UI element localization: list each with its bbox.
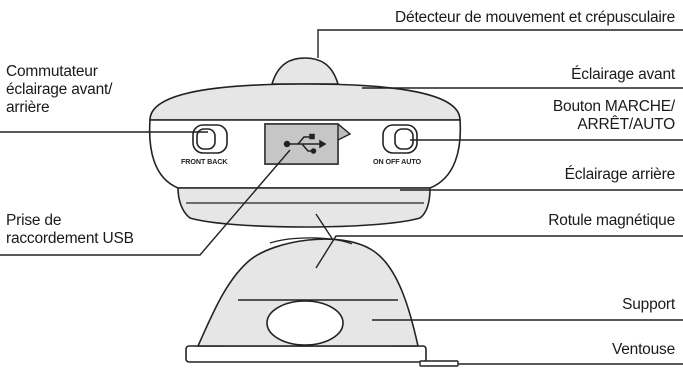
label-suction-cup: Ventouse — [611, 341, 675, 358]
label-power-button: Bouton MARCHE/ ARRÊT/AUTO — [552, 98, 675, 133]
usb-icon — [283, 133, 327, 154]
suction-cup — [185, 345, 459, 367]
label-rear-light: Éclairage arrière — [564, 166, 676, 183]
switch-left-label: FRONT BACK — [181, 157, 228, 166]
label-front-light: Éclairage avant — [571, 66, 675, 83]
label-magnetic-joint: Rotule magnétique — [548, 212, 675, 229]
label-support: Support — [622, 296, 675, 313]
label-switch: Commutateur éclairage avant/ arrière — [6, 63, 113, 116]
front-back-switch[interactable] — [192, 124, 228, 154]
magnetic-joint — [269, 237, 353, 245]
usb-port[interactable] — [264, 123, 352, 165]
switch-right-label: ON OFF AUTO — [373, 157, 422, 166]
label-usb: Prise de raccordement USB — [6, 212, 134, 247]
leader-lines — [0, 29, 683, 365]
on-off-auto-switch[interactable] — [382, 124, 418, 154]
label-motion-sensor: Détecteur de mouvement et crépusculaire — [395, 9, 675, 26]
support — [196, 238, 419, 347]
